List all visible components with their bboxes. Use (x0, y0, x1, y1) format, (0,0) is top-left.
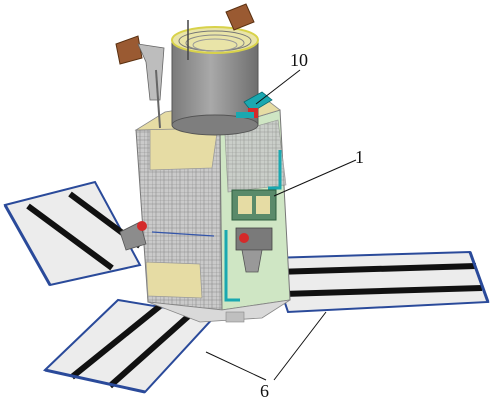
star-tracker-left (115, 35, 165, 129)
telescope-cylinder (171, 20, 259, 136)
solar-panel-left-lower (42, 298, 217, 394)
leader-line-10 (255, 69, 301, 105)
solar-panel-left-upper (3, 180, 142, 287)
callout-label-1: 1 (355, 147, 364, 167)
leader-line-6a (205, 351, 267, 381)
leader-line-1 (273, 159, 357, 197)
solar-panel-right (268, 250, 490, 314)
callout-label-6: 6 (260, 381, 269, 401)
star-tracker-top (225, 3, 255, 31)
side-antenna-left (119, 221, 147, 251)
side-module (224, 150, 282, 302)
leader-line-6b (273, 311, 327, 381)
callout-label-10: 10 (290, 50, 308, 70)
